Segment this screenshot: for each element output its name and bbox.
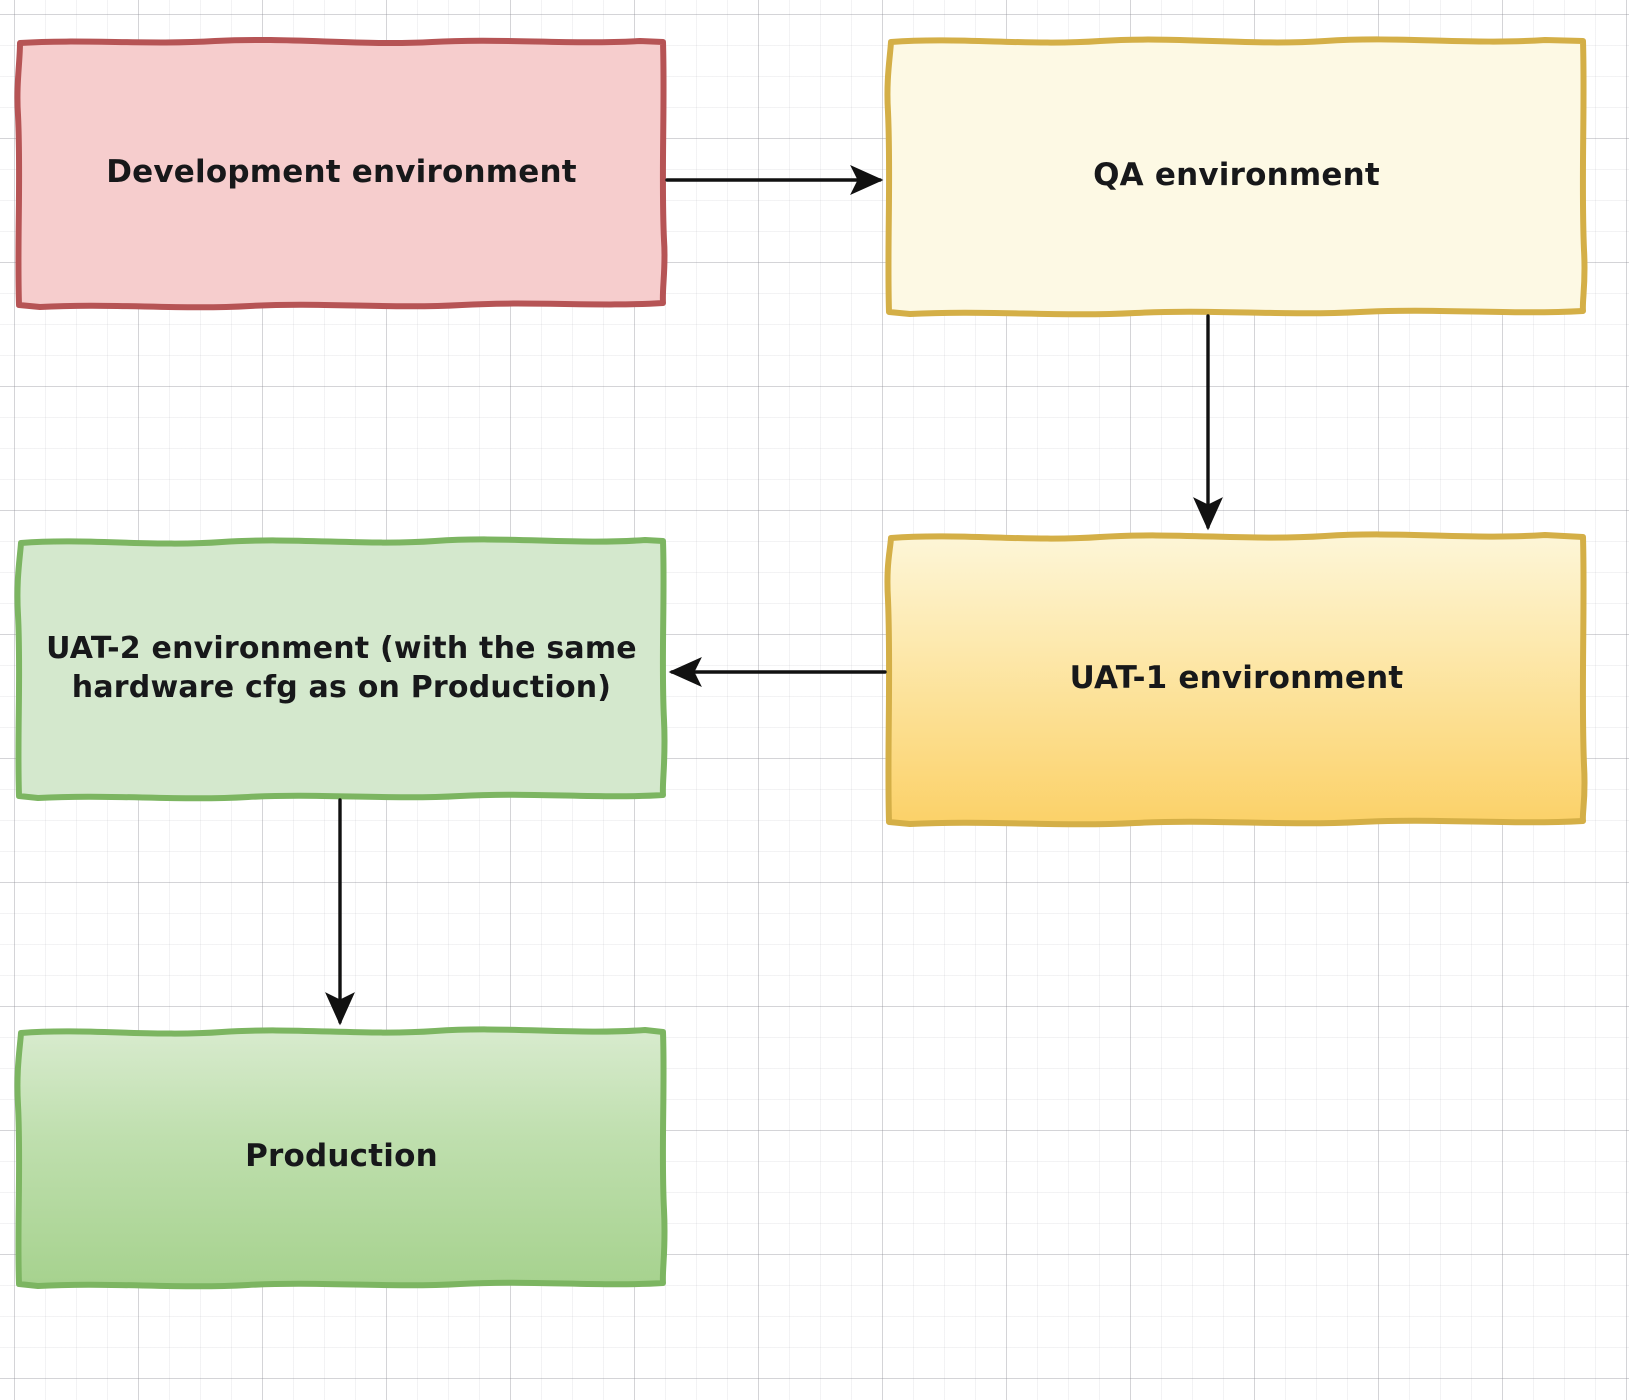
node-development[interactable]	[14, 36, 668, 311]
node-development-shape	[14, 36, 668, 311]
node-qa[interactable]	[884, 36, 1588, 318]
node-uat1[interactable]	[884, 531, 1588, 828]
node-uat2[interactable]	[14, 536, 668, 802]
node-qa-shape	[884, 36, 1588, 318]
node-uat1-shape	[884, 531, 1588, 828]
node-production[interactable]	[14, 1026, 668, 1290]
node-uat2-shape	[14, 536, 668, 802]
node-production-shape	[14, 1026, 668, 1290]
